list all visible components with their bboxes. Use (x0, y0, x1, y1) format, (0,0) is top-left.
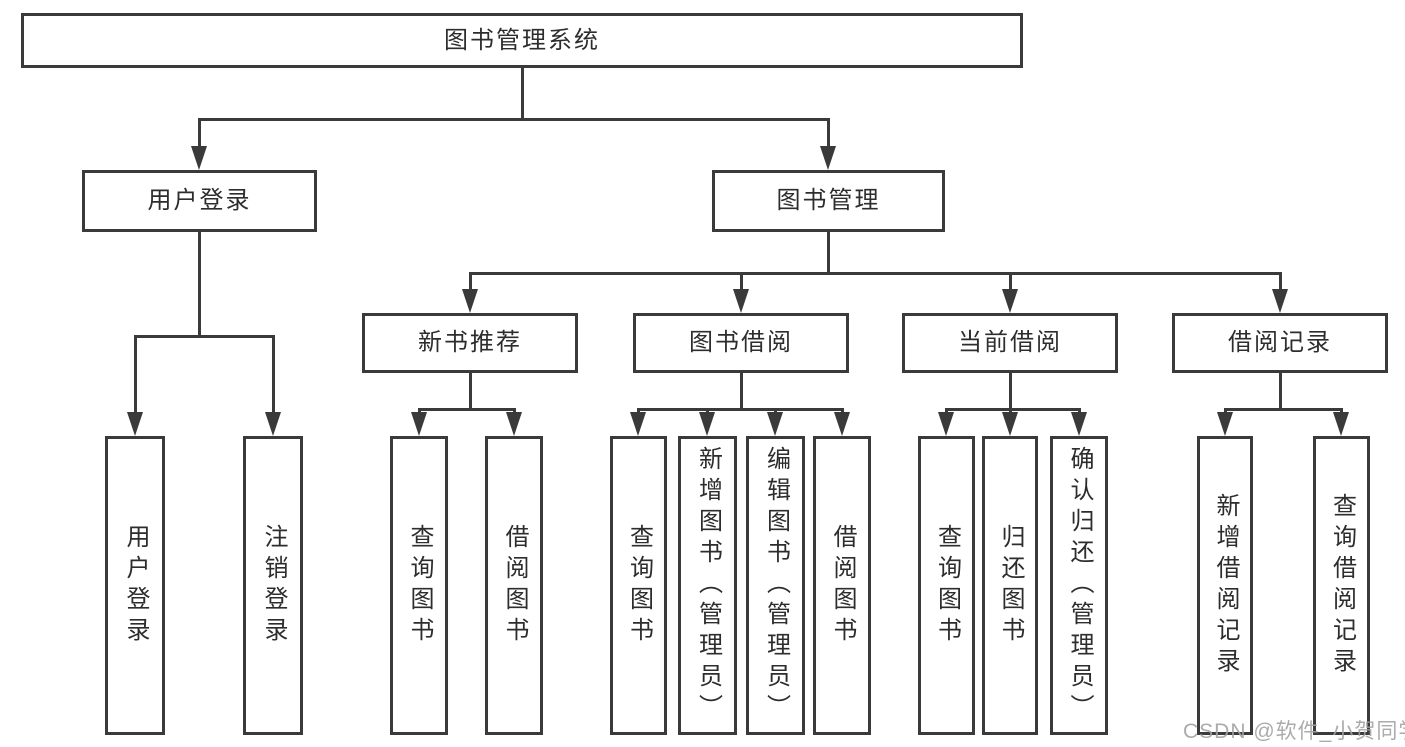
arrow-down-icon (411, 412, 427, 436)
arrow-down-icon (1272, 289, 1288, 313)
node-logout-leaf: 注销登录 (243, 436, 303, 735)
connector-branch-0 (197, 118, 830, 121)
node-borrowing-records: 借阅记录 (1172, 313, 1388, 373)
arrow-down-icon (699, 412, 715, 436)
node-label-user-login: 用户登录 (147, 187, 252, 214)
connector-shaft-2-3 (1278, 272, 1282, 295)
connector-shaft-2-0 (468, 272, 472, 295)
node-query-books-1: 查询图书 (390, 436, 448, 735)
node-label-borrow-books-1: 借阅图书 (501, 523, 528, 648)
node-query-borrow-record: 查询借阅记录 (1313, 436, 1370, 735)
node-label-add-borrow-record: 新增借阅记录 (1212, 492, 1239, 679)
arrow-down-icon (127, 412, 143, 436)
node-label-edit-books-admin: 编辑图书（管理员） (762, 446, 790, 725)
watermark: CSDN @软件_小贺同学 (1183, 720, 1405, 743)
node-new-book-recommend: 新书推荐 (362, 313, 578, 373)
node-label-book-borrowing: 图书借阅 (689, 329, 793, 356)
arrow-down-icon (1333, 412, 1349, 436)
arrow-down-icon (834, 412, 850, 436)
node-label-confirm-return-admin: 确认归还（管理员） (1066, 446, 1093, 725)
node-label-logout-leaf: 注销登录 (260, 523, 287, 648)
connector-stub-2 (826, 232, 830, 275)
connector-stub-4 (739, 373, 743, 411)
node-label-borrowing-records: 借阅记录 (1228, 329, 1332, 356)
arrow-down-icon (462, 289, 478, 313)
connector-branch-3 (417, 408, 516, 411)
connector-shaft-1-0 (133, 335, 137, 418)
node-query-books-3: 查询图书 (918, 436, 975, 735)
connector-stub-1 (197, 232, 201, 338)
arrow-down-icon (767, 412, 783, 436)
node-label-return-books: 归还图书 (997, 523, 1024, 648)
node-confirm-return-admin: 确认归还（管理员） (1050, 436, 1108, 735)
node-add-books-admin: 新增图书（管理员） (678, 436, 737, 735)
arrow-down-icon (1217, 412, 1233, 436)
arrow-down-icon (1071, 412, 1087, 436)
node-label-book-management: 图书管理 (776, 187, 881, 214)
arrow-down-icon (1002, 289, 1018, 313)
connector-shaft-2-2 (1008, 272, 1012, 295)
connector-shaft-0-0 (197, 118, 201, 152)
node-label-current-borrowing: 当前借阅 (958, 329, 1062, 356)
node-user-login: 用户登录 (82, 170, 317, 232)
node-label-new-book-recommend: 新书推荐 (418, 329, 522, 356)
node-user-login-leaf: 用户登录 (105, 436, 165, 735)
connector-stub-0 (520, 68, 524, 121)
connector-stub-3 (468, 373, 472, 411)
arrow-down-icon (630, 412, 646, 436)
node-query-books-2: 查询图书 (610, 436, 667, 735)
node-label-add-books-admin: 新增图书（管理员） (694, 446, 722, 725)
node-edit-books-admin: 编辑图书（管理员） (746, 436, 805, 735)
arrow-down-icon (733, 289, 749, 313)
node-root: 图书管理系统 (21, 13, 1023, 68)
connector-branch-6 (1223, 408, 1343, 411)
node-book-management: 图书管理 (712, 170, 945, 232)
arrow-down-icon (506, 412, 522, 436)
node-add-borrow-record: 新增借阅记录 (1197, 436, 1253, 735)
connector-shaft-1-1 (271, 335, 275, 418)
connector-branch-2 (468, 272, 1282, 275)
node-label-user-login-leaf: 用户登录 (122, 523, 149, 648)
node-label-query-books-1: 查询图书 (406, 523, 433, 648)
arrow-down-icon (265, 412, 281, 436)
connector-branch-4 (636, 408, 844, 411)
node-label-query-books-2: 查询图书 (625, 523, 653, 648)
node-current-borrowing: 当前借阅 (902, 313, 1118, 373)
node-book-borrowing: 图书借阅 (633, 313, 849, 373)
arrow-down-icon (938, 412, 954, 436)
connector-stub-5 (1008, 373, 1012, 411)
node-return-books: 归还图书 (982, 436, 1038, 735)
connector-shaft-0-1 (826, 118, 830, 152)
arrow-down-icon (1002, 412, 1018, 436)
node-label-borrow-books-2: 借阅图书 (829, 523, 856, 648)
node-label-query-borrow-record: 查询借阅记录 (1328, 492, 1356, 679)
node-borrow-books-2: 借阅图书 (813, 436, 871, 735)
connector-stub-6 (1278, 373, 1282, 411)
node-label-root: 图书管理系统 (444, 26, 600, 54)
connector-shaft-2-1 (739, 272, 743, 295)
connector-branch-5 (944, 408, 1081, 411)
node-label-query-books-3: 查询图书 (933, 523, 961, 648)
connector-branch-1 (133, 335, 275, 338)
arrow-down-icon (191, 146, 207, 170)
arrow-down-icon (820, 146, 836, 170)
node-borrow-books-1: 借阅图书 (485, 436, 543, 735)
